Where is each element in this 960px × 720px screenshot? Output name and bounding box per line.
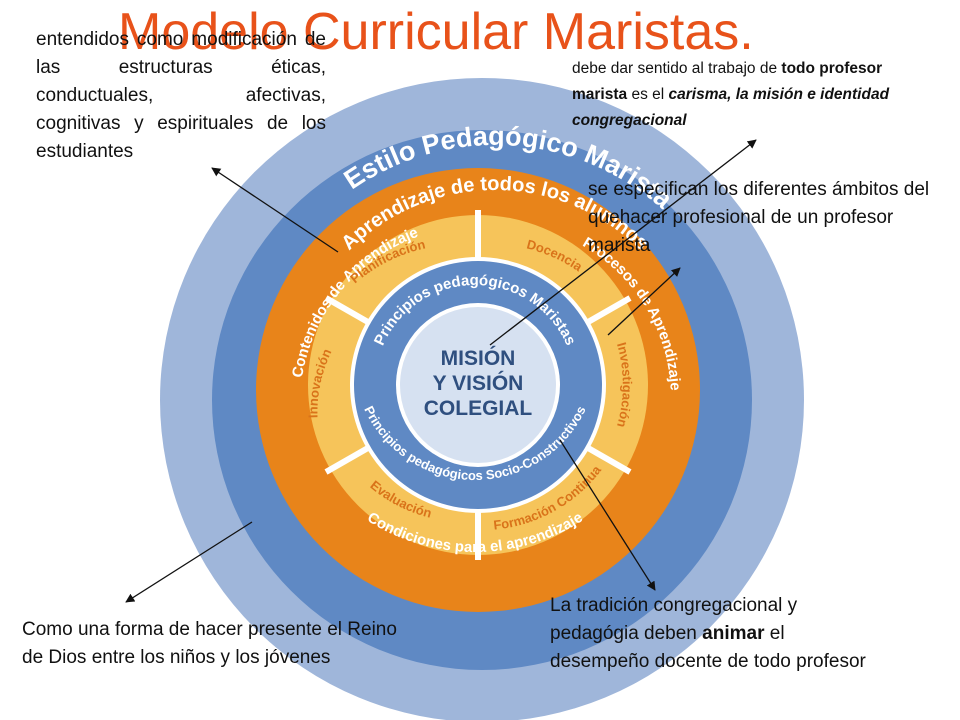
note-bottom-right: La tradición congregacional y pedagógia … — [550, 592, 880, 676]
note-mid-right: se especifican los diferentes ámbitos de… — [588, 179, 930, 256]
arrow-bottom-left — [125, 521, 253, 603]
segment-investigacion: Investigación — [614, 341, 635, 430]
note-bottom-left: Como una forma de hacer presente el Rein… — [22, 619, 397, 668]
page-title: Modelo Curricular Maristas. — [118, 3, 754, 61]
note-bottom-right-part2: el desempeño docente de todo profesor — [550, 623, 866, 672]
center-line-2: Y VISIÓN — [433, 371, 524, 395]
note-top-right-part2: es el — [627, 86, 669, 103]
note-top-left: entendidos como modificación de las estr… — [36, 29, 326, 162]
arrow-bottom-right — [559, 439, 656, 591]
note-bottom-right-part1: La tradición congregacional y pedagógia … — [550, 595, 798, 644]
arrow-top-left — [211, 167, 339, 253]
note-top-right-bold1: todo profesor marista — [572, 60, 883, 103]
note-bottom-right-bold1: animar — [702, 623, 765, 644]
note-top-right-part1: debe dar sentido al trabajo de — [572, 60, 782, 77]
note-top-right: debe dar sentido al trabajo de todo prof… — [572, 56, 932, 134]
center-circle — [400, 307, 556, 463]
arrow-top-right — [489, 139, 757, 346]
arrow-mid-right — [607, 267, 681, 336]
center-line-1: MISIÓN — [441, 346, 516, 370]
center-line-3: COLEGIAL — [424, 397, 533, 420]
note-top-right-italic1: carisma, la misión e identidad congregac… — [572, 86, 890, 129]
